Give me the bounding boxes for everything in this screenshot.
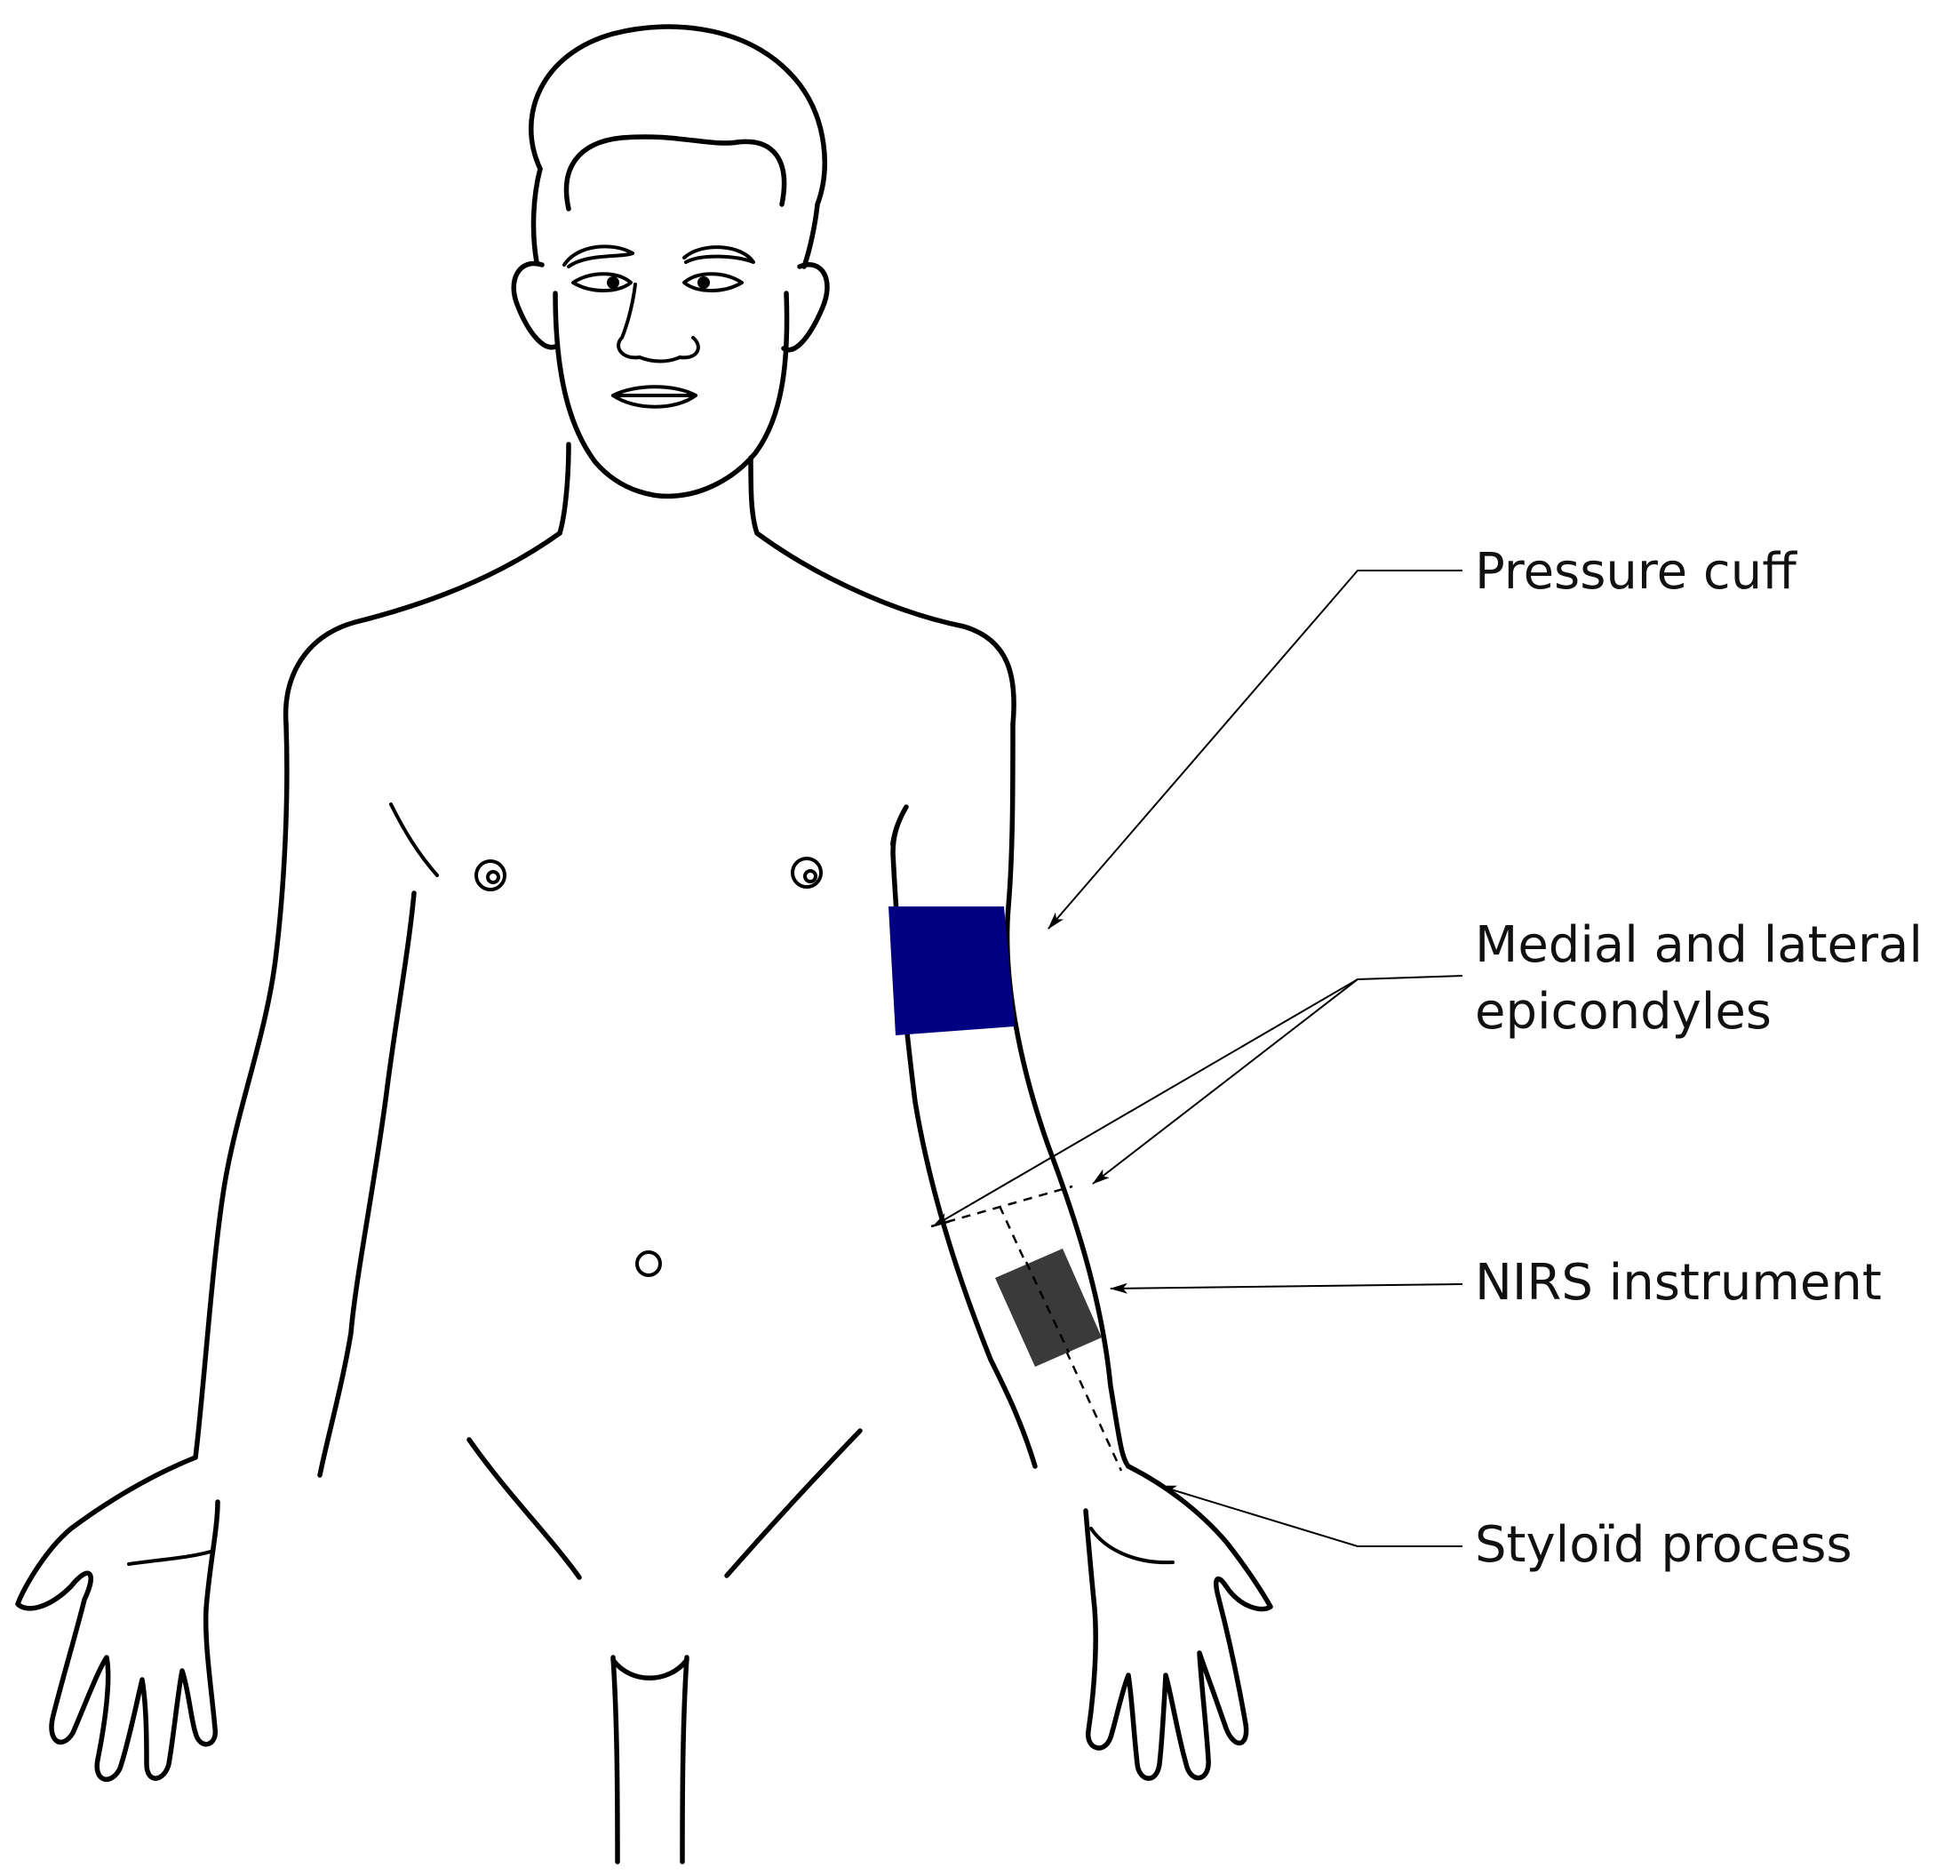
face-outline (553, 291, 790, 499)
right-eyebrow (682, 245, 755, 264)
navel (635, 1250, 662, 1277)
left-arm-inner (317, 890, 417, 1478)
right-ear (781, 262, 830, 353)
left-arm-outer (193, 722, 290, 1460)
right-shoulder (754, 531, 1016, 727)
nirs-instrument-leader (1110, 1282, 1463, 1294)
left-shoulder (283, 531, 562, 727)
hair-front (563, 134, 787, 212)
epicondyles-leader-medial (1092, 978, 1358, 1185)
left-palm-line (127, 1549, 215, 1566)
crotch (610, 1657, 689, 1680)
hair-left-side (530, 166, 543, 265)
styloid-process-leader (1159, 1485, 1462, 1547)
right-hand (1083, 1464, 1273, 1781)
human-figure (15, 24, 1273, 1864)
left-groin-line (466, 1437, 582, 1580)
pressure-cuff-band (888, 906, 1015, 1035)
neck-right (748, 455, 760, 536)
epicondyle-reference-line (930, 1185, 1073, 1228)
left-inner-leg (610, 1655, 620, 1864)
left-nipple (474, 859, 506, 891)
left-pupil (607, 276, 619, 289)
right-palm-line (1089, 1527, 1175, 1565)
right-pupil (697, 276, 710, 289)
right-eye (682, 272, 744, 292)
left-eyebrow (562, 244, 634, 268)
nirs-axis-line (1024, 1261, 1071, 1353)
label-styloid-process: Styloïd process (1475, 1516, 1852, 1574)
label-nirs-instrument: NIRS instrument (1475, 1254, 1882, 1312)
right-arm-outer (1004, 722, 1131, 1469)
left-ear (511, 260, 558, 350)
neck-left (557, 442, 571, 536)
label-pressure-cuff: Pressure cuff (1475, 543, 1797, 601)
pressure-cuff-leader (1048, 570, 1462, 930)
right-arm-inner (890, 804, 1038, 1469)
right-pectoral-line (890, 805, 908, 846)
right-nipple (791, 857, 823, 889)
right-inner-leg (680, 1655, 689, 1864)
left-pectoral-line (389, 802, 439, 877)
right-groin-line (724, 1428, 863, 1578)
nose (617, 283, 700, 363)
label-epicondyles-line2: epicondyles (1475, 983, 1772, 1041)
hair-outline (529, 24, 827, 269)
left-eye (571, 272, 633, 292)
label-epicondyles-line1: Medial and lateral (1475, 916, 1923, 974)
mouth (611, 385, 697, 409)
left-hand (15, 1455, 220, 1783)
